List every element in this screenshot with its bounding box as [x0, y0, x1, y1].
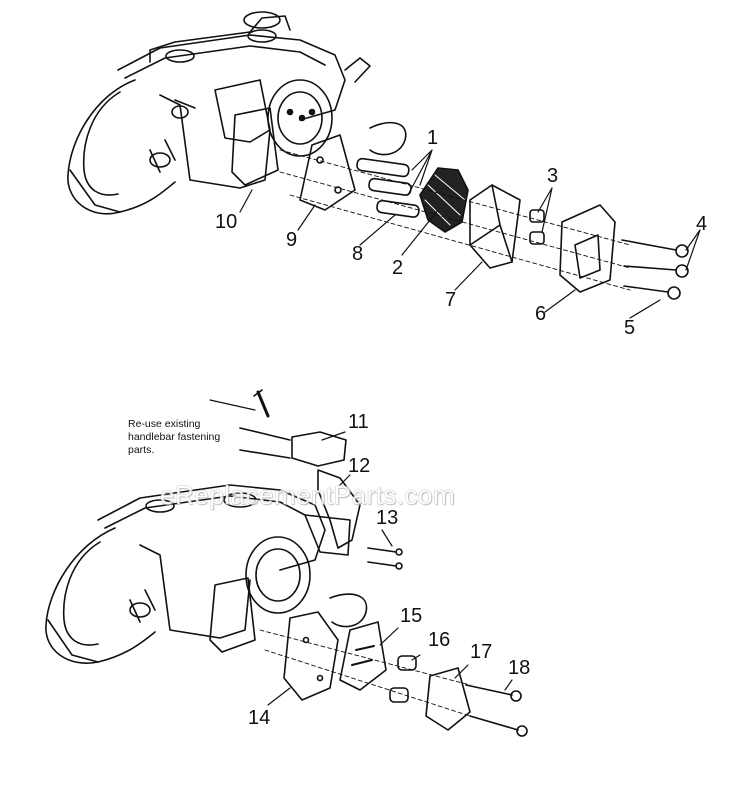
callout-10: 10	[215, 211, 238, 233]
reuse-note-line: parts.	[128, 444, 155, 456]
top-saw-body	[67, 11, 407, 215]
reuse-note-line: handlebar fastening	[128, 431, 221, 443]
watermark: eReplacementParts.com	[160, 480, 456, 510]
part-13-screws	[367, 547, 403, 570]
callout-3: 3	[547, 165, 559, 187]
bottom-alignment-lines	[259, 629, 471, 717]
top-leader-lines	[239, 149, 701, 319]
callout-17: 17	[470, 641, 493, 663]
callout-2: 2	[392, 257, 404, 279]
part-18-bolts	[465, 684, 528, 737]
callout-5: 5	[624, 317, 636, 339]
part-3-sleeves	[529, 209, 545, 245]
reuse-note: Re-use existing handlebar fastening part…	[128, 418, 268, 457]
callout-16: 16	[428, 629, 451, 651]
callout-18: 18	[508, 657, 531, 679]
callout-1: 1	[427, 127, 439, 149]
part-4-5-bolts	[621, 239, 689, 300]
part-16-spacers	[389, 655, 417, 703]
part-9-plate	[299, 134, 356, 211]
part-17-bracket	[425, 667, 471, 731]
part-2-gasket	[419, 167, 469, 233]
callout-13: 13	[376, 507, 399, 529]
part-15-plate	[339, 621, 387, 691]
callout-6: 6	[535, 303, 547, 325]
part-14-plate	[283, 611, 339, 701]
callout-9: 9	[286, 229, 298, 251]
top-alignment-lines	[279, 149, 631, 291]
bottom-leader-lines	[209, 399, 513, 706]
callout-8: 8	[352, 243, 364, 265]
callout-12: 12	[348, 455, 371, 477]
part-7-block	[469, 184, 521, 269]
reuse-note-line: Re-use existing	[128, 418, 201, 430]
callout-4: 4	[696, 213, 708, 235]
part-11-handlebar-tube	[239, 389, 347, 467]
bottom-saw-body	[45, 484, 368, 664]
callout-11: 11	[348, 411, 369, 433]
part-6-bracket	[559, 204, 616, 293]
part-8-spacers	[356, 157, 420, 218]
callout-15: 15	[400, 605, 423, 627]
callout-14: 14	[248, 707, 271, 729]
callout-7: 7	[445, 289, 457, 311]
